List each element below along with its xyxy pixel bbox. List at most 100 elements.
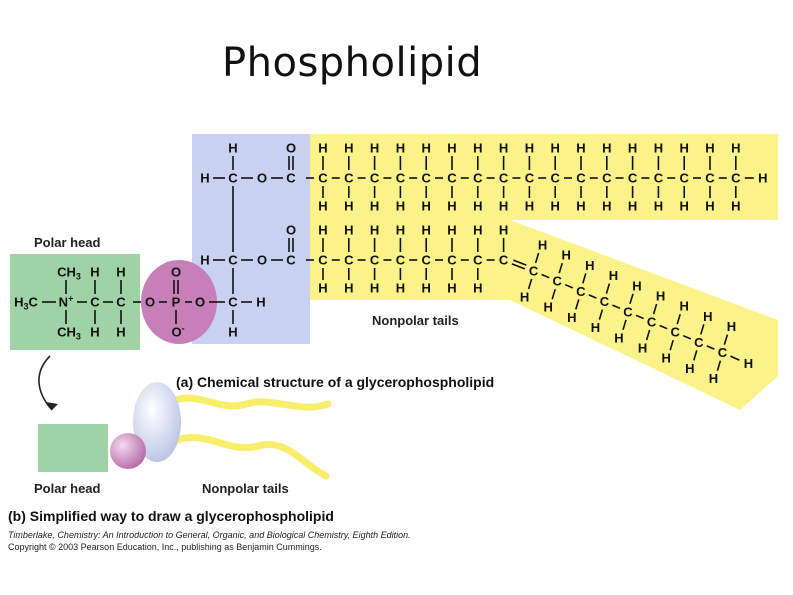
- atom-h: H: [422, 281, 431, 296]
- atom-tail2-c: C: [499, 253, 509, 268]
- simplified-glycerol: [133, 382, 181, 462]
- bond: [682, 334, 692, 340]
- bond: [541, 273, 550, 279]
- atom-tail1-c: C: [551, 171, 561, 186]
- atom-h: H: [447, 141, 456, 156]
- atom-tail2-kink-c: C: [718, 345, 728, 360]
- atom-tail1-c: C: [396, 171, 406, 186]
- atom-h: H: [680, 141, 689, 156]
- bond: [700, 324, 705, 335]
- atom-h: H: [628, 141, 637, 156]
- atom-h: H: [705, 199, 714, 214]
- atom-h: H: [344, 281, 353, 296]
- atom-h: H: [685, 361, 694, 376]
- nonpolar-tails-label-simplified: Nonpolar tails: [202, 481, 289, 496]
- atom-h: H: [709, 371, 718, 386]
- bond-cis-double: [513, 259, 527, 266]
- atom-h: H: [562, 248, 571, 263]
- atom-tail1-c: C: [344, 171, 354, 186]
- atom-h: H: [602, 199, 611, 214]
- atom-h: H: [758, 171, 767, 186]
- atom-h: H: [731, 199, 740, 214]
- atom-h: H: [591, 320, 600, 335]
- atom-methyl-bottom: CH3: [57, 325, 81, 342]
- atom-o: O: [286, 141, 296, 156]
- atom-glycerol-c2: C: [228, 253, 238, 268]
- atom-tail1-c: C: [731, 171, 741, 186]
- atom-tail2-c: C: [473, 253, 483, 268]
- bond: [575, 299, 580, 310]
- atom-tail1-c: C: [602, 171, 612, 186]
- atom-methyl-left: H3C: [14, 295, 38, 312]
- atom-h: H: [525, 199, 534, 214]
- atom-h: H: [585, 258, 594, 273]
- bond: [669, 339, 674, 351]
- polar-head-label: Polar head: [34, 235, 101, 250]
- atom-tail1-c: C: [370, 171, 380, 186]
- atom-h: H: [705, 141, 714, 156]
- atom-h: H: [344, 223, 353, 238]
- atom-h: H: [422, 223, 431, 238]
- atom-h: H: [396, 141, 405, 156]
- atom-o: O: [145, 295, 155, 310]
- atom-methyl-top: CH3: [57, 265, 81, 282]
- atom-h: H: [703, 309, 712, 324]
- atom-h: H: [370, 199, 379, 214]
- atom-h: H: [116, 265, 125, 280]
- atom-tail2-c: C: [447, 253, 457, 268]
- atom-h: H: [551, 141, 560, 156]
- atom-h: H: [318, 281, 327, 296]
- atom-h: H: [344, 141, 353, 156]
- atom-h: H: [499, 199, 508, 214]
- phosphate-circle: [141, 260, 217, 344]
- atom-tail2-kink-c: C: [529, 264, 539, 279]
- atom-h: H: [90, 325, 99, 340]
- atom-tail2-kink-c: C: [671, 325, 681, 340]
- caption-b: (b) Simplified way to draw a glycerophos…: [8, 508, 334, 524]
- atom-h: H: [447, 223, 456, 238]
- atom-ester-c2: C: [286, 253, 296, 268]
- curved-arrow: [38, 355, 53, 411]
- atom-o: O: [195, 295, 205, 310]
- atom-h: H: [614, 330, 623, 345]
- atom-h: H: [602, 141, 611, 156]
- atom-tail1-c: C: [525, 171, 535, 186]
- simplified-tail-1: [172, 394, 332, 411]
- bond: [693, 350, 698, 361]
- polar-head-region: [10, 254, 140, 350]
- bond: [558, 262, 563, 274]
- atom-h: H: [628, 199, 637, 214]
- atom-ester-c1: C: [286, 171, 296, 186]
- atom-tail2-c: C: [396, 253, 406, 268]
- page-title: Phospholipid: [222, 40, 483, 86]
- caption-a: (a) Chemical structure of a glycerophosp…: [176, 374, 495, 390]
- atom-h: H: [447, 199, 456, 214]
- atom-h: H: [473, 281, 482, 296]
- atom-h: H: [318, 199, 327, 214]
- credit-line-2: Copyright © 2003 Pearson Education, Inc.…: [8, 542, 322, 552]
- atom-h: H: [256, 295, 265, 310]
- credit-line-1: Timberlake, Chemistry: An Introduction t…: [8, 530, 411, 540]
- atom-h: H: [473, 223, 482, 238]
- atom-h: H: [538, 238, 547, 253]
- atom-h: H: [344, 199, 353, 214]
- atom-h: H: [422, 141, 431, 156]
- bond: [582, 273, 587, 284]
- bond: [629, 293, 634, 305]
- atom-h: H: [473, 141, 482, 156]
- tail-lower-bent-region: [510, 220, 778, 410]
- bond: [598, 309, 604, 320]
- atom-o: O: [257, 253, 267, 268]
- bond: [676, 313, 681, 325]
- atom-h: H: [632, 278, 641, 293]
- atom-h: H: [576, 199, 585, 214]
- atom-h: H: [396, 199, 405, 214]
- atom-h: H: [200, 171, 209, 186]
- bond: [564, 283, 574, 289]
- atom-tail1-c: C: [576, 171, 586, 186]
- atom-h: H: [473, 199, 482, 214]
- atom-h: H: [499, 141, 508, 156]
- atom-tail1-c: C: [447, 171, 457, 186]
- atom-h: H: [499, 223, 508, 238]
